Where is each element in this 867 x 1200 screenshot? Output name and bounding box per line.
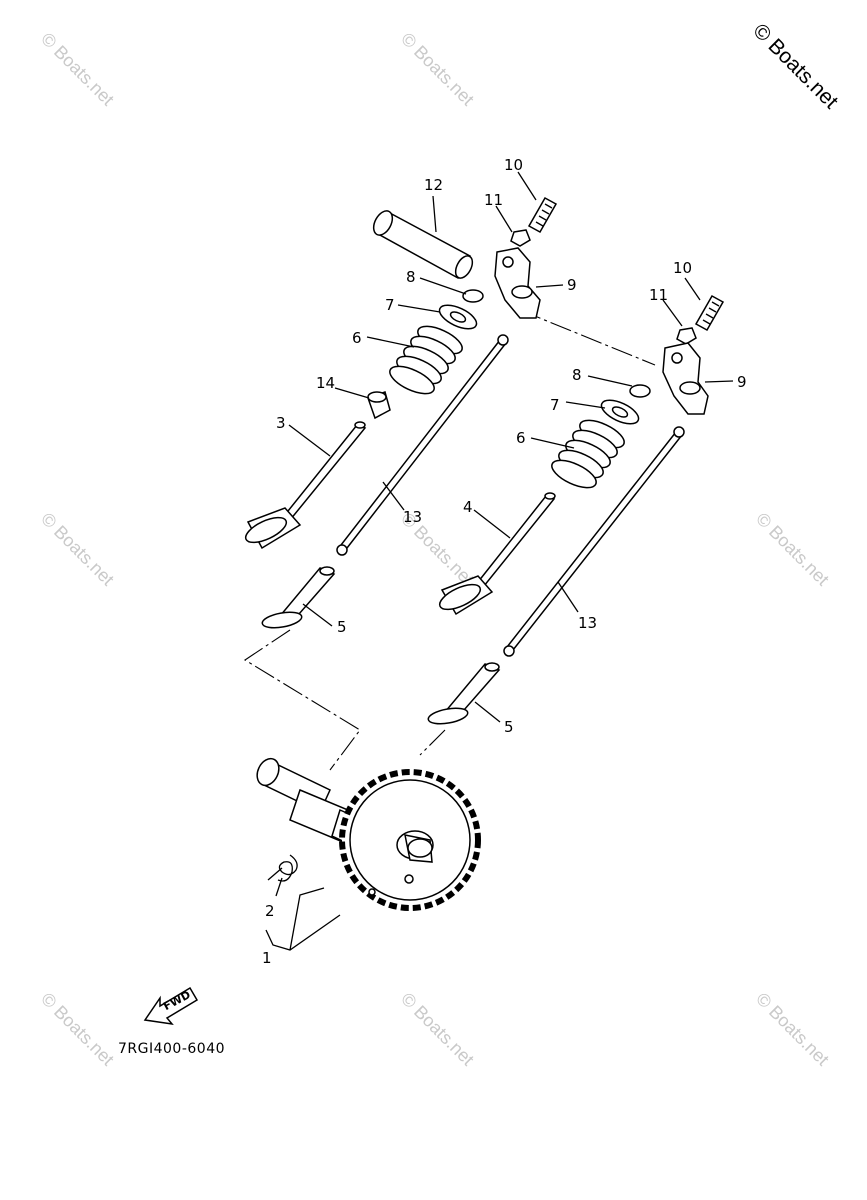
part-2-spring: [267, 854, 298, 882]
callout-5-right: 5: [504, 718, 514, 736]
alignment-line-lifter-cam: [243, 629, 361, 771]
watermark-corner: © Boats.net: [748, 19, 842, 113]
callout-5-left: 5: [337, 618, 347, 636]
part-3-valve: [244, 421, 367, 550]
alignment-line-lifter2-cam: [419, 729, 446, 756]
part-5-lifter-left: [261, 566, 336, 629]
part-12-shaft: [372, 210, 474, 280]
callout-9-right: 9: [737, 373, 747, 391]
part-10-adjuster-left: [510, 196, 558, 247]
callout-3: 3: [276, 414, 286, 432]
callout-4: 4: [463, 498, 473, 516]
part-13-pushrod-left: [336, 334, 509, 556]
callout-7-left: 7: [385, 296, 395, 314]
callout-10-left: 10: [504, 156, 523, 174]
part-9-rocker-left: [494, 247, 541, 319]
part-13-pushrod-right: [503, 426, 685, 657]
part-1-camshaft: [256, 757, 481, 911]
part-14-stem-seal: [367, 391, 391, 420]
callout-13-right: 13: [578, 614, 597, 632]
watermark-7: © Boats.net: [397, 989, 478, 1070]
watermark-2: © Boats.net: [397, 29, 478, 110]
callout-6-left: 6: [352, 329, 362, 347]
callout-11-right: 11: [649, 286, 668, 304]
callout-8-left: 8: [406, 268, 416, 286]
alignment-line-rocker: [519, 309, 656, 366]
part-6-spring-left: [389, 325, 463, 395]
part-4-valve: [438, 492, 556, 616]
callout-9-left: 9: [567, 276, 577, 294]
part-8-keeper-left: [462, 289, 484, 303]
callout-7-right: 7: [550, 396, 560, 414]
watermark-6: © Boats.net: [37, 989, 118, 1070]
callout-8-right: 8: [572, 366, 582, 384]
part-9-rocker-right: [662, 342, 709, 415]
part-7-retainers: [438, 304, 640, 425]
callout-11-left: 11: [484, 191, 503, 209]
part-10-adjuster-right: [676, 294, 725, 345]
part-8-keeper-right: [629, 384, 651, 398]
part-8-keepers: [462, 289, 651, 398]
callout-10-right: 10: [673, 259, 692, 277]
callout-14: 14: [316, 374, 335, 392]
watermark-3: © Boats.net: [37, 509, 118, 590]
callout-1: 1: [262, 949, 272, 967]
watermark-1: © Boats.net: [37, 29, 118, 110]
callout-labels: 12 10 11 9 8 7 6 14 3 13 5 10 11 9 8 7 6…: [262, 156, 747, 967]
callout-2: 2: [265, 902, 275, 920]
callout-12: 12: [424, 176, 443, 194]
leader-lines: [265, 171, 734, 951]
watermark-5: © Boats.net: [752, 509, 833, 590]
fwd-arrow-icon: FWD: [143, 986, 199, 1026]
diagram-code: 7RGI400-6040: [118, 1041, 225, 1057]
part-6-spring-right: [551, 419, 625, 489]
callout-13-left: 13: [403, 508, 422, 526]
watermark-8: © Boats.net: [752, 989, 833, 1070]
part-5-lifter-right: [427, 662, 501, 725]
callout-6-right: 6: [516, 429, 526, 447]
